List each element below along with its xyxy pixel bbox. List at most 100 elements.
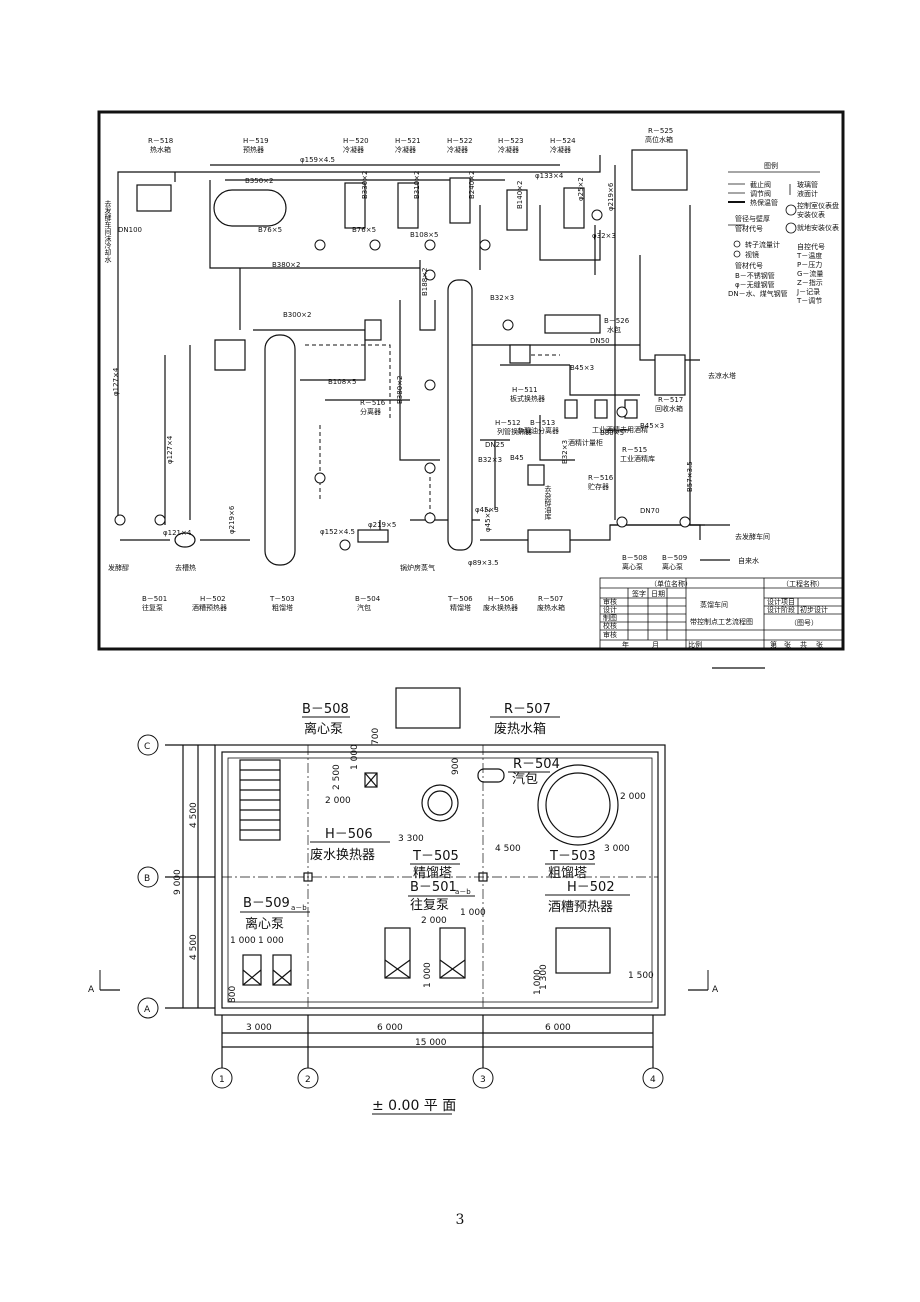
svg-text:图例: 图例 bbox=[764, 161, 778, 170]
section-mark-right: A bbox=[712, 985, 719, 995]
svg-text:审核: 审核 bbox=[603, 630, 617, 639]
legend: 图例 截止阀 调节阀 热保温管 管径与壁厚 管材代号 转子流量计 视镜 管材代号… bbox=[728, 161, 839, 305]
svg-text:B32×3: B32×3 bbox=[490, 294, 514, 302]
svg-text:φ121×4: φ121×4 bbox=[163, 529, 192, 537]
svg-text:（单位名称）: （单位名称） bbox=[650, 579, 692, 588]
steam-drum-b504 bbox=[357, 529, 389, 543]
axis-col-2: 2 bbox=[305, 1075, 311, 1085]
svg-text:B330×2: B330×2 bbox=[361, 171, 369, 199]
svg-text:去凉水塔: 去凉水塔 bbox=[708, 371, 736, 380]
svg-text:G－流量: G－流量 bbox=[797, 269, 823, 278]
svg-text:φ219×5: φ219×5 bbox=[368, 521, 396, 529]
svg-text:φ45×2: φ45×2 bbox=[484, 508, 492, 532]
label-h520-name: 冷凝器 bbox=[343, 145, 364, 154]
axis-row-c: C bbox=[144, 742, 150, 752]
svg-text:B45×3: B45×3 bbox=[570, 364, 594, 372]
svg-text:B－513: B－513 bbox=[530, 419, 555, 427]
pipe-network bbox=[117, 155, 730, 561]
svg-text:3 000: 3 000 bbox=[246, 1023, 272, 1033]
pump-b501 bbox=[174, 532, 196, 548]
svg-text:往复泵: 往复泵 bbox=[410, 898, 449, 913]
mid-equipment-labels: R－516 分离器 B－526 水包 H－511 板式换热器 H－512 列管换… bbox=[360, 317, 687, 571]
svg-text:700: 700 bbox=[371, 728, 381, 745]
bottom-equipment-labels: B－501 往复泵 H－502 酒糟预热器 T－503 粗馏塔 B－504 汽包… bbox=[142, 595, 565, 612]
svg-text:年: 年 bbox=[622, 640, 629, 649]
svg-text:φ219×6: φ219×6 bbox=[607, 182, 615, 211]
svg-text:离心泵: 离心泵 bbox=[304, 721, 343, 737]
svg-text:工业酒精去用酒精: 工业酒精去用酒精 bbox=[592, 425, 648, 434]
svg-text:1 500: 1 500 bbox=[628, 971, 654, 981]
svg-text:粗馏塔: 粗馏塔 bbox=[272, 603, 293, 612]
svg-text:管材代号: 管材代号 bbox=[735, 224, 763, 233]
svg-text:φ133×4: φ133×4 bbox=[535, 172, 564, 180]
label-h524-code: H－524 bbox=[550, 137, 576, 145]
svg-text:J－记录: J－记录 bbox=[796, 288, 820, 296]
svg-text:设计项目: 设计项目 bbox=[767, 597, 795, 606]
svg-text:φ152×4.5: φ152×4.5 bbox=[320, 528, 355, 536]
svg-text:R－507: R－507 bbox=[504, 702, 551, 717]
section-mark-left: A bbox=[88, 985, 95, 995]
svg-text:1 000: 1 000 bbox=[460, 908, 486, 918]
svg-text:H－512: H－512 bbox=[495, 419, 521, 427]
axis-row-b: B bbox=[144, 874, 150, 884]
svg-text:φ45×3: φ45×3 bbox=[475, 506, 499, 514]
svg-text:a－b: a－b bbox=[291, 904, 307, 912]
svg-text:B300×2: B300×2 bbox=[283, 311, 311, 319]
svg-text:B－504: B－504 bbox=[355, 595, 381, 603]
axis-col-1: 1 bbox=[219, 1075, 225, 1085]
svg-text:B－501: B－501 bbox=[142, 595, 167, 603]
svg-text:往复泵: 往复泵 bbox=[142, 603, 163, 612]
label-h524-name: 冷凝器 bbox=[550, 145, 571, 154]
crude-column-t503 bbox=[264, 334, 296, 566]
svg-text:审核: 审核 bbox=[603, 597, 617, 606]
svg-text:自来水: 自来水 bbox=[738, 556, 759, 565]
svg-text:废热水箱: 废热水箱 bbox=[494, 721, 546, 737]
label-r518-name: 热水箱 bbox=[150, 145, 171, 154]
svg-text:截止阀: 截止阀 bbox=[750, 180, 771, 189]
svg-text:初步设计: 初步设计 bbox=[800, 605, 828, 614]
svg-text:自控代号: 自控代号 bbox=[797, 242, 825, 251]
instrument-symbols bbox=[114, 209, 691, 551]
svg-text:B240×2: B240×2 bbox=[468, 171, 476, 199]
meter-tank-3 bbox=[624, 399, 638, 419]
svg-text:1 300: 1 300 bbox=[539, 964, 549, 990]
svg-text:T－506: T－506 bbox=[447, 595, 473, 603]
svg-text:分离器: 分离器 bbox=[360, 407, 381, 416]
svg-text:B80×5: B80×5 bbox=[600, 429, 624, 437]
condenser-h520 bbox=[344, 182, 366, 229]
svg-text:张: 张 bbox=[816, 640, 823, 649]
plan-dimensions: 700 2 500 1 000 900 2 000 3 300 4 500 3 … bbox=[173, 728, 654, 1048]
svg-text:1 000: 1 000 bbox=[258, 936, 284, 946]
svg-text:H－502: H－502 bbox=[567, 880, 615, 895]
svg-text:DN70: DN70 bbox=[640, 507, 660, 515]
svg-text:900: 900 bbox=[451, 758, 461, 775]
svg-text:4 500: 4 500 bbox=[495, 844, 521, 854]
svg-text:R－515: R－515 bbox=[622, 446, 647, 454]
condenser-h524 bbox=[563, 187, 585, 229]
svg-text:酒糟预热器: 酒糟预热器 bbox=[192, 603, 227, 612]
svg-text:离心泵: 离心泵 bbox=[245, 916, 284, 932]
svg-text:板式换热器: 板式换热器 bbox=[510, 394, 545, 403]
svg-text:φ159×4.5: φ159×4.5 bbox=[300, 156, 335, 164]
svg-text:3 000: 3 000 bbox=[604, 844, 630, 854]
svg-text:B76×5: B76×5 bbox=[258, 226, 282, 234]
svg-text:T－505: T－505 bbox=[412, 849, 459, 864]
svg-text:4 500: 4 500 bbox=[189, 802, 199, 828]
svg-text:设计: 设计 bbox=[603, 605, 617, 614]
svg-text:H－511: H－511 bbox=[512, 386, 538, 394]
svg-text:H－506: H－506 bbox=[325, 827, 373, 842]
flow-diagram-frame bbox=[97, 110, 845, 651]
svg-text:酒糟预热器: 酒糟预热器 bbox=[548, 900, 613, 915]
svg-text:T－503: T－503 bbox=[549, 849, 596, 864]
svg-text:15 000: 15 000 bbox=[415, 1038, 447, 1048]
waste-heat-tank-r507 bbox=[527, 529, 571, 553]
svg-text:φ25×2: φ25×2 bbox=[577, 177, 585, 201]
label-r525-code: R－525 bbox=[648, 127, 673, 135]
condenser-h522 bbox=[449, 177, 471, 224]
svg-text:B380×2: B380×2 bbox=[272, 261, 300, 269]
svg-text:B108×5: B108×5 bbox=[410, 231, 438, 239]
label-h519-code: H－519 bbox=[243, 137, 269, 145]
rectifier-column-t506 bbox=[447, 279, 473, 551]
svg-text:控制室仪表盘: 控制室仪表盘 bbox=[797, 201, 839, 210]
top-equipment-shapes bbox=[136, 149, 688, 566]
